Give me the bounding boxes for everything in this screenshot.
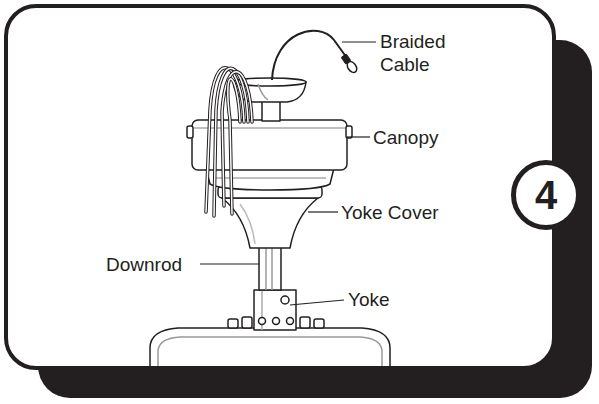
wires (206, 68, 252, 216)
step-circle: 4 (511, 160, 581, 230)
panel (6, 6, 554, 368)
yoke (254, 290, 296, 330)
part-label: Braided Cable (380, 30, 460, 76)
braided-cable (272, 31, 359, 80)
canopy-screw (346, 126, 352, 138)
part-label: Canopy (373, 126, 493, 149)
screw (287, 318, 294, 325)
part-label: Yoke (348, 288, 428, 311)
motor-housing (150, 328, 390, 366)
screw (281, 296, 289, 304)
leader-lines (200, 42, 376, 305)
step-number: 4 (535, 175, 557, 215)
part-label: Downrod (106, 253, 206, 276)
downrod (259, 246, 281, 290)
screw (259, 318, 266, 325)
screw (273, 318, 280, 325)
canopy-stem (262, 100, 280, 121)
housing-rim (158, 337, 382, 366)
canopy-screw (187, 126, 193, 138)
yoke-cover (222, 198, 318, 248)
part-label: Yoke Cover (341, 201, 481, 224)
